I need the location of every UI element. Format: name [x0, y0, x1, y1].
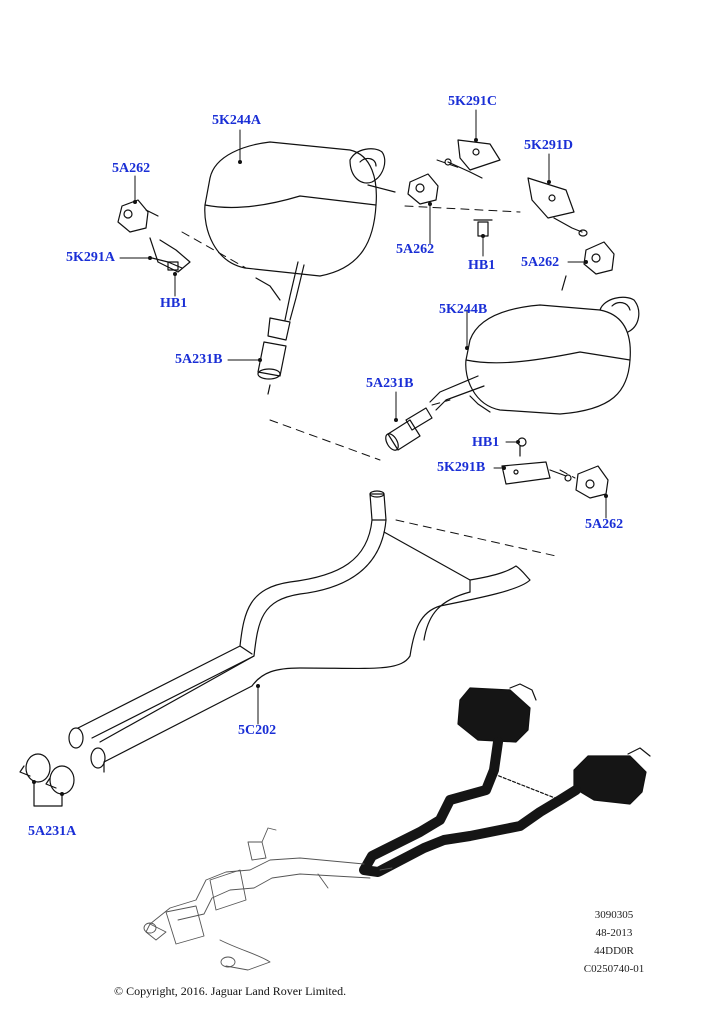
- callout-5a231b-right[interactable]: 5A231B: [366, 376, 414, 391]
- reference-code: 3090305: [594, 909, 634, 921]
- inset-overview: [143, 683, 651, 971]
- callout-5k244a[interactable]: 5K244A: [212, 113, 261, 128]
- pipe-front: [68, 490, 531, 773]
- hanger-b: [501, 461, 572, 485]
- reference-group: 48-2013: [595, 927, 633, 939]
- clamp-bottom-right: [575, 465, 609, 499]
- callout-5k291d[interactable]: 5K291D: [524, 138, 573, 153]
- clamp-top-left: [117, 199, 159, 233]
- leader-lines: [119, 109, 607, 725]
- hanger-a: [149, 237, 191, 273]
- callout-5a262-top-left[interactable]: 5A262: [112, 161, 151, 176]
- muffler-left: [204, 141, 396, 321]
- hanger-c: [444, 139, 501, 179]
- callout-5k291b[interactable]: 5K291B: [437, 460, 486, 475]
- callout-5c202[interactable]: 5C202: [238, 723, 277, 738]
- callout-hb1-left[interactable]: HB1: [160, 296, 188, 311]
- callout-5a262-top-right[interactable]: 5A262: [521, 255, 560, 270]
- clamp-front: [19, 753, 75, 807]
- sleeve-right: [385, 407, 433, 451]
- callout-5a262-mid[interactable]: 5A262: [396, 242, 435, 257]
- reference-illustration-id: C0250740-01: [583, 963, 645, 975]
- sleeve-left: [257, 317, 291, 395]
- leader-dots: [32, 138, 608, 796]
- callout-hb1-mid[interactable]: HB1: [468, 258, 496, 273]
- assembly-dashed-lines: [181, 159, 576, 557]
- hanger-d: [527, 177, 588, 237]
- muffler-right: [429, 296, 640, 415]
- clamp-mid: [407, 173, 439, 205]
- copyright-notice: © Copyright, 2016. Jaguar Land Rover Lim…: [114, 984, 347, 998]
- callout-5a231a[interactable]: 5A231A: [28, 824, 77, 839]
- callout-5k244b[interactable]: 5K244B: [439, 302, 488, 317]
- bolt-hb1-mid: [473, 219, 493, 237]
- callout-5a231b-left[interactable]: 5A231B: [175, 352, 223, 367]
- callout-5k291a[interactable]: 5K291A: [66, 250, 115, 265]
- callout-hb1-right[interactable]: HB1: [472, 435, 500, 450]
- clamp-top-right: [561, 241, 615, 291]
- callout-5k291c[interactable]: 5K291C: [448, 94, 497, 109]
- reference-model: 44DD0R: [594, 945, 634, 957]
- callout-5a262-bottom-right[interactable]: 5A262: [585, 517, 624, 532]
